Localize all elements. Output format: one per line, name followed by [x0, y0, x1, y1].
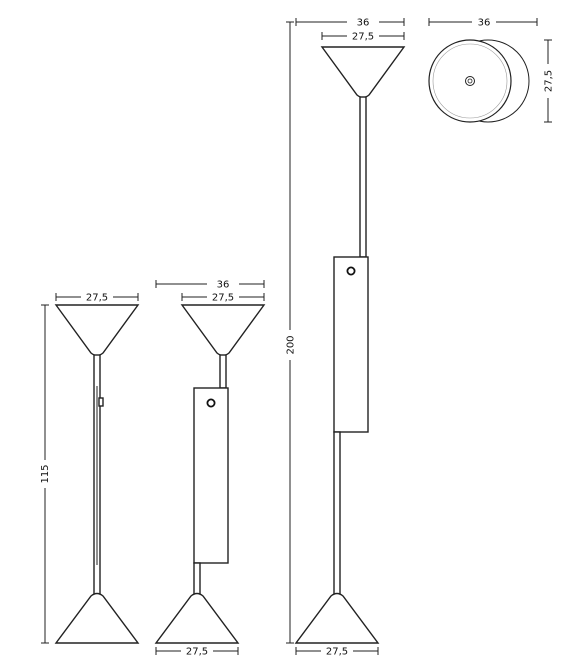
plan-center-inner: [467, 78, 473, 84]
lamp-b-base-width-dimension: 27,5: [155, 647, 239, 658]
lamp-a: [54, 304, 140, 644]
lamp-b-body: [193, 387, 229, 564]
lamp-a-height-dimension: 115: [40, 304, 51, 644]
lamp-c-base-width-dimension: 27,5: [295, 647, 379, 658]
lamp-b-shade: [180, 304, 266, 357]
lamp-b-upper-stem: [219, 354, 227, 389]
lamp-c-height-label: 200: [286, 335, 297, 354]
plan-width-dimension: 36: [428, 18, 538, 29]
plan-view: [428, 39, 530, 123]
lamp-c-shade: [320, 46, 406, 99]
lamp-a-base: [54, 592, 140, 644]
lamp-c-lower-stem: [333, 431, 341, 596]
lamp-c-top-width-label: 27,5: [352, 32, 374, 43]
lamp-c-upper-stem: [359, 96, 367, 258]
lamp-a-top-width-label: 27,5: [86, 293, 108, 304]
lamp-a-top-width-dimension: 27,5: [55, 293, 139, 304]
lamp-b-top-total-dimension: 36: [155, 280, 265, 291]
lamp-b-base-width-label: 27,5: [186, 647, 208, 658]
lamp-a-height-label: 115: [40, 464, 51, 483]
plan-inner-ring: [432, 43, 508, 119]
lamp-c-top-total-label: 36: [357, 18, 370, 29]
lamp-a-shade: [54, 304, 140, 357]
lamp-b: [154, 304, 266, 644]
lamp-b-dial: [206, 398, 216, 408]
plan-depth-label: 27,5: [544, 70, 555, 92]
plan-center-outer: [465, 76, 475, 86]
lamp-b-top-width-label: 27,5: [212, 293, 234, 304]
lamp-c-base-width-label: 27,5: [326, 647, 348, 658]
lamp-b-base: [154, 592, 240, 644]
lamp-c: [294, 46, 406, 644]
lamp-b-lower-stem: [193, 562, 201, 596]
lamp-a-switch: [98, 397, 104, 407]
lamp-c-dial: [346, 266, 356, 276]
lamp-c-body: [333, 256, 369, 433]
lamp-b-top-total-label: 36: [217, 280, 230, 291]
lamp-c-top-width-dimension: 27,5: [321, 32, 405, 43]
lamp-b-top-width-dimension: 27,5: [181, 293, 265, 304]
lamp-c-base: [294, 592, 380, 644]
plan-depth-dimension: 27,5: [544, 39, 555, 123]
lamp-c-top-total-dimension: 36: [295, 18, 405, 29]
lamp-c-height-dimension: 200: [286, 21, 297, 644]
plan-width-label: 36: [478, 18, 491, 29]
